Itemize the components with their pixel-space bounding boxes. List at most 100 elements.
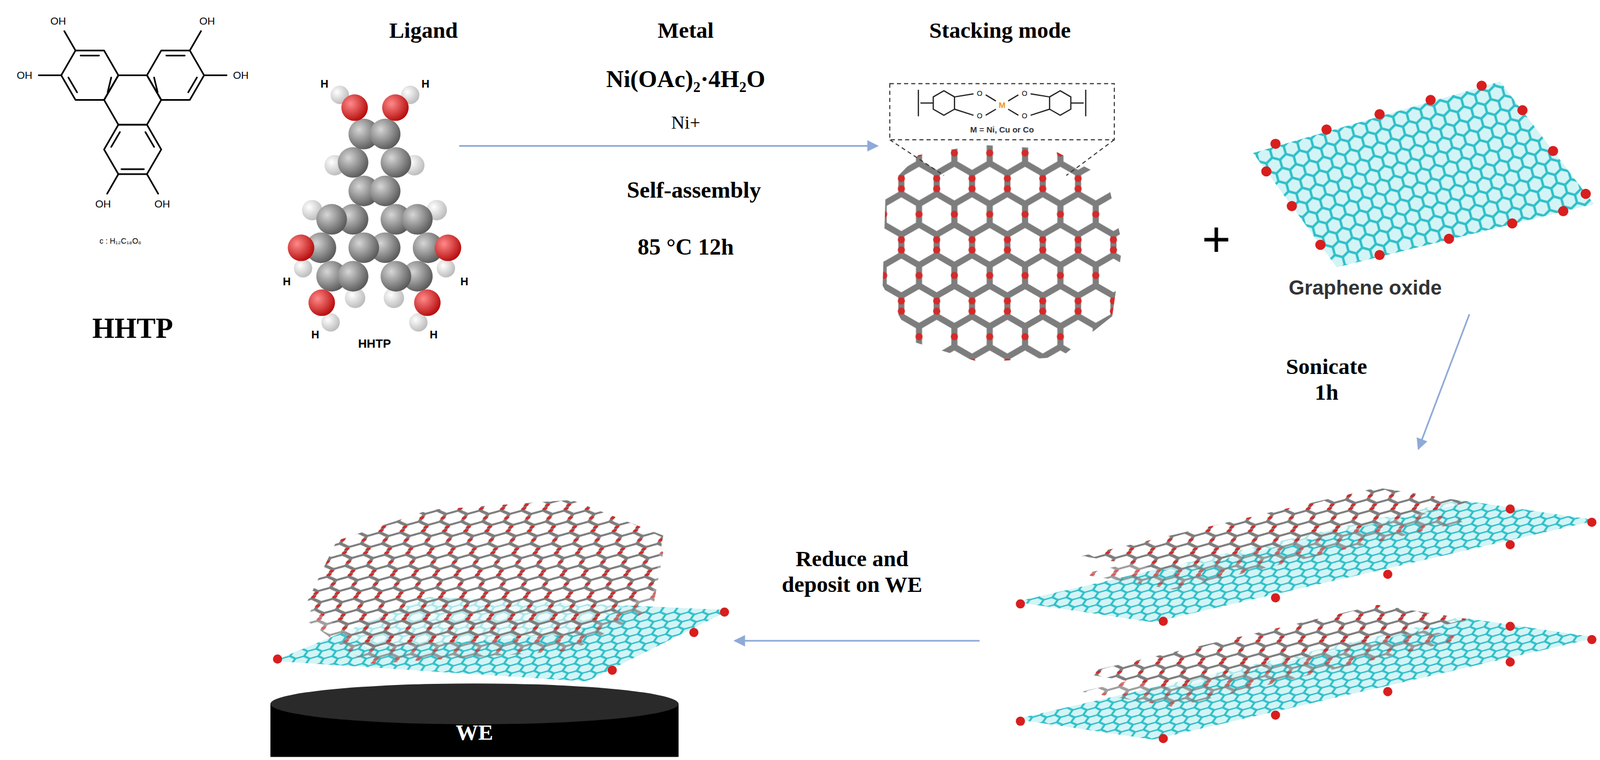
double-bond [188,77,198,93]
c-atom [316,204,348,235]
o-dot [1158,733,1168,744]
double-bond [80,54,100,57]
inset-bond [1030,93,1050,97]
metal-symbol: M [998,100,1006,110]
o-dot [1270,710,1281,721]
c-atom [370,175,401,207]
o-dot [720,607,730,617]
inset-bond [985,108,997,115]
double-bond [153,77,158,93]
mof-layer [1081,487,1470,572]
atom-label: H [460,275,469,289]
left-ring [61,50,119,100]
o-dot [1015,599,1026,609]
o-atom [413,289,441,316]
oxygen-groups [1015,504,1597,744]
double-bond [107,77,112,93]
graphene-oxide-sheet [1252,80,1594,268]
o-dot [1580,188,1592,200]
inset-bond [1008,108,1019,115]
o-dot [1443,233,1455,245]
o-dot [1505,504,1516,514]
o-dot [1587,518,1597,528]
hydroxyl-label: OH [199,15,216,28]
plus-sign: + [1201,211,1231,269]
oh-bond [190,31,201,51]
mof-honeycomb [882,145,1123,363]
reagent-label: Ni(OAc)₂·4H₂O [606,65,765,94]
right-ring [146,50,204,100]
ligand-model-panel: HHTP [290,81,459,355]
double-bond [121,168,145,171]
column-header: Metal [657,17,714,44]
c-atom [380,147,412,178]
o-dot [1547,145,1559,157]
h-atom [436,259,456,278]
o-dot [1383,570,1393,580]
inset-bracket [1085,89,1087,117]
process-arrow [1418,314,1470,450]
double-bond [111,131,120,147]
hhtp-space-filling-model [288,85,462,332]
hydroxyl-hydrogens [294,85,456,332]
atom-label: H [311,328,320,342]
atom-label: O [976,112,983,121]
c-atom [348,232,379,263]
atom-label: H [429,328,438,342]
atom-label: O [1021,112,1028,121]
process-arrow [734,640,980,642]
o-dot [1558,205,1569,217]
c-atom [401,204,433,235]
double-bond [68,77,78,93]
inset-leader [889,139,945,176]
hydroxyl-label: OH [233,69,250,82]
o-atom [308,289,335,316]
edge-label: Reduce and deposit on WE [761,545,943,597]
o-atom [341,94,368,121]
atom-label: O [1021,89,1028,99]
hydroxyl-label: OH [95,198,112,211]
o-dot [1015,716,1026,727]
h-atom [409,313,428,332]
mof-layer [1081,487,1470,572]
oh-bond [64,31,76,51]
o-dot [1587,635,1597,645]
double-bond [166,54,186,57]
o-dot [1374,108,1385,120]
inset-box [889,83,1115,140]
oh-bond [146,174,158,194]
working-electrode [270,499,730,757]
inset-chemistry [918,89,1086,117]
o-dot [607,665,618,676]
o-dot [1383,687,1393,697]
inset-ring [1049,90,1072,116]
o-atom [434,234,462,261]
hhtp-skeletal-structure [38,31,227,194]
molecular-formula: c : H₁₂C₁₈O₆ [99,236,142,246]
graphene-oxide-panel: Graphene oxide [1246,69,1596,315]
o-dot [1476,80,1488,91]
hydroxyl-label: OH [16,69,33,82]
atom-label: H [282,275,291,289]
condition-label: 85 °C 12h [637,233,735,261]
o-dot [272,654,282,664]
o-dot [1506,218,1518,229]
inset-ring [933,90,955,116]
o-dot [1505,622,1516,632]
inset-bond [920,102,934,104]
o-dot [1158,616,1168,626]
material-label: Graphene oxide [1288,275,1443,300]
c-atom [380,261,412,292]
o-dot [1270,593,1281,603]
c-atom [337,261,369,292]
hydroxyl-label: OH [154,198,171,211]
o-atom [288,234,315,261]
electrode-label: WE [455,719,493,746]
ring-hydrogens [302,154,448,308]
oh-bond [204,74,227,77]
model-caption: HHTP [358,336,391,351]
composite-panel [979,449,1597,758]
column-header: Stacking mode [929,17,1072,44]
